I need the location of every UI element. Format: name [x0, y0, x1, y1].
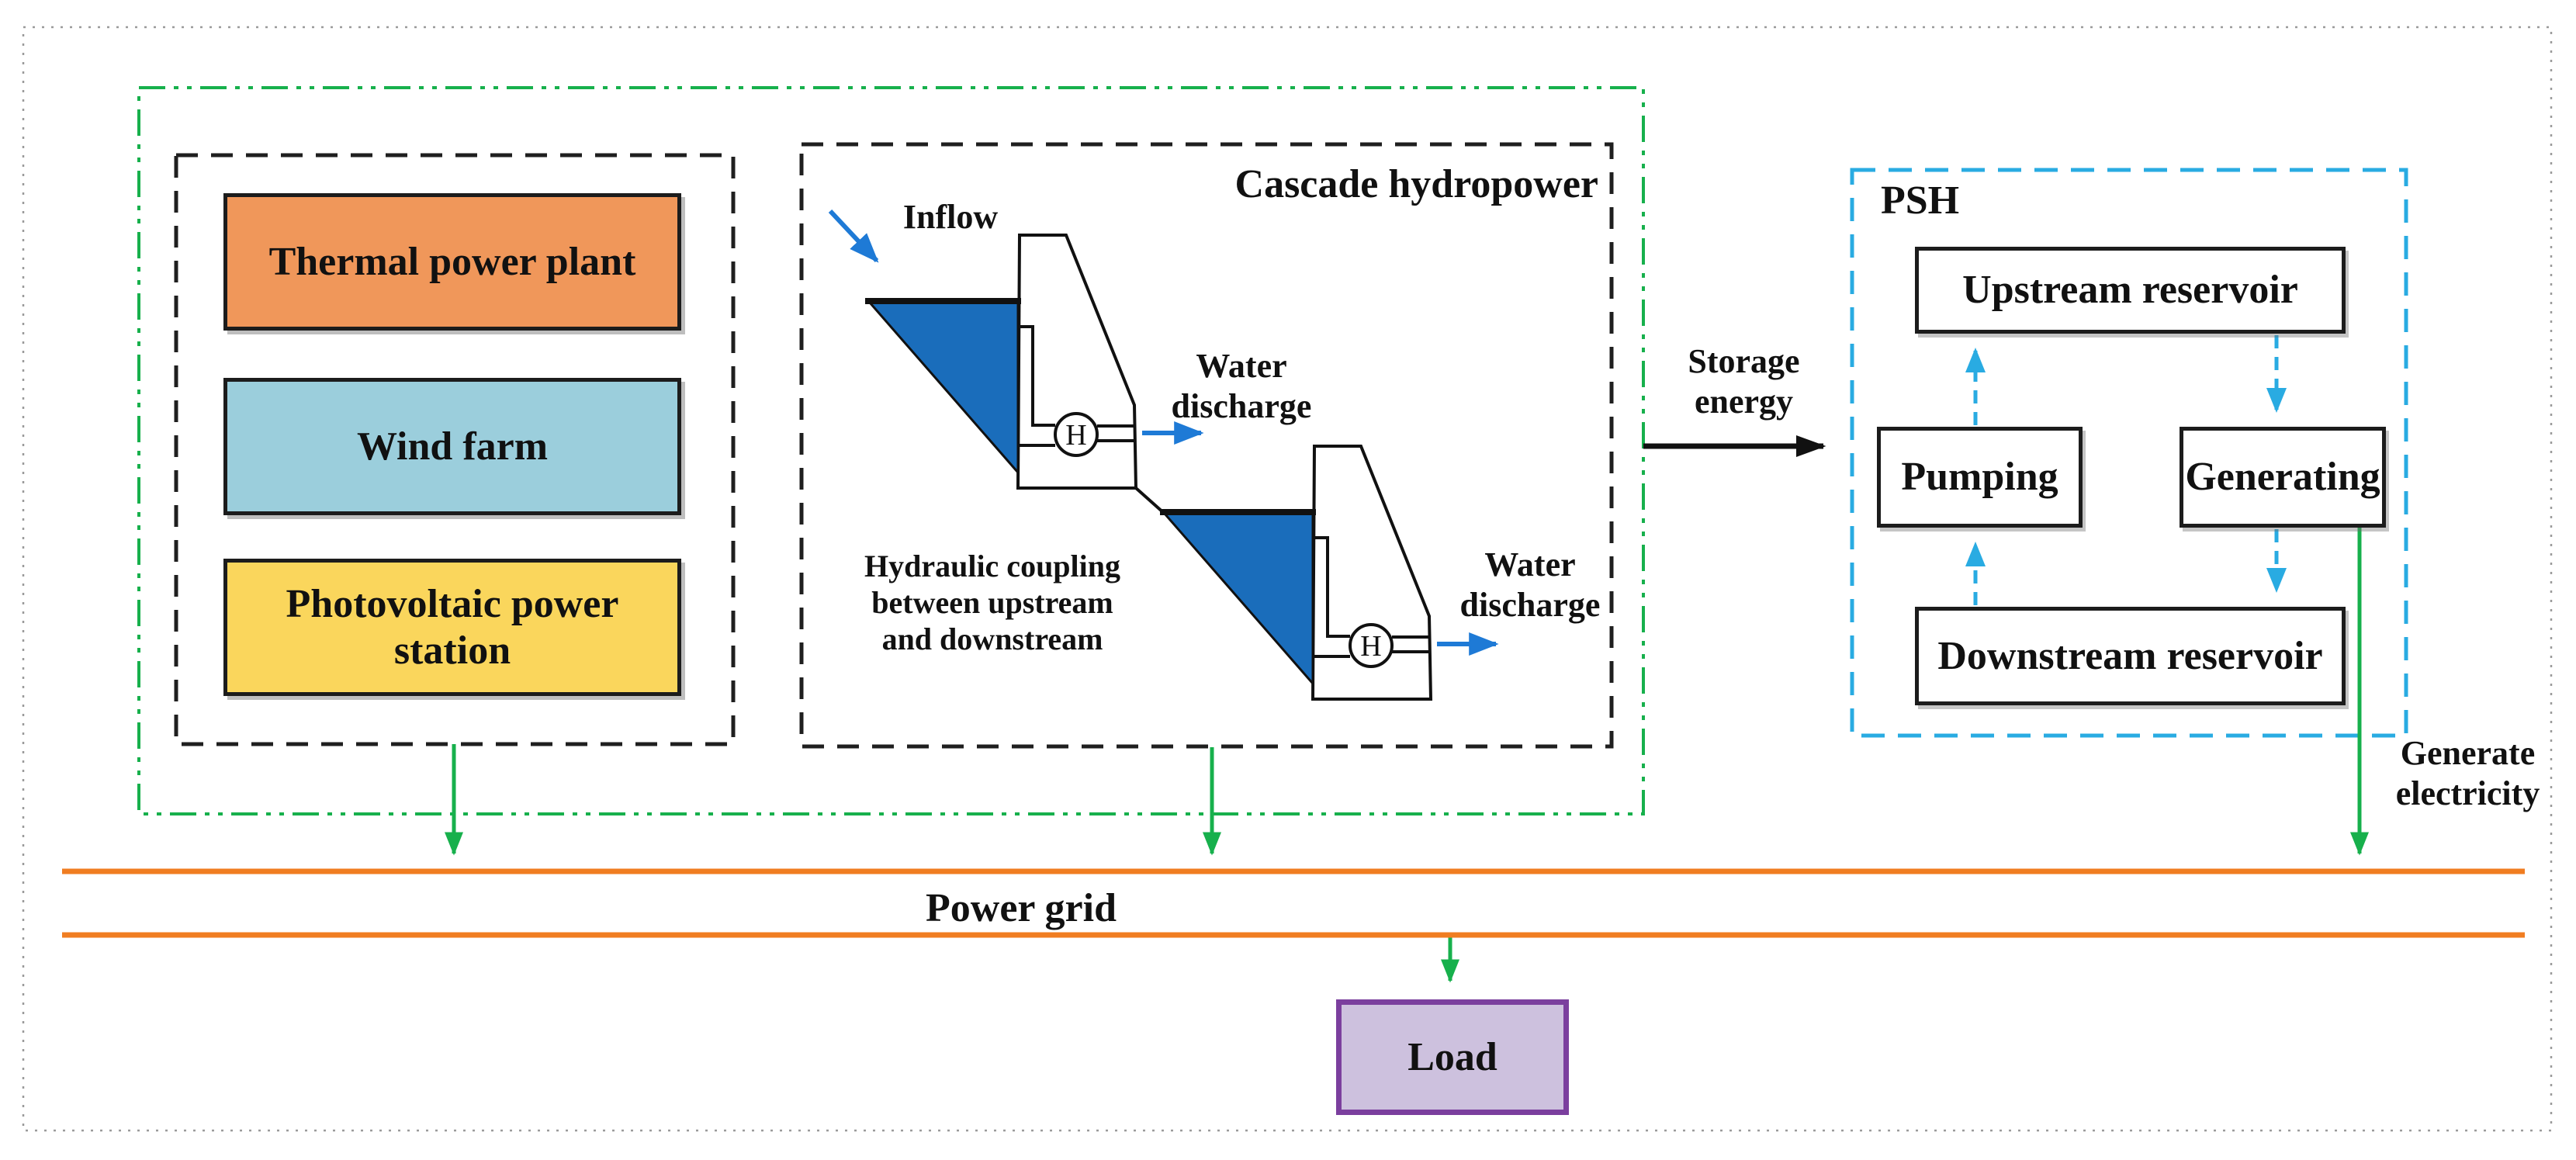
inter-dam-slope — [1134, 487, 1166, 515]
inflow-label: Inflow — [902, 198, 999, 236]
wind-farm-label: Wind farm — [356, 424, 549, 469]
storage-energy-label: Storage energy — [1688, 342, 1800, 421]
power-grid-label: Power grid — [926, 886, 1117, 930]
pumping-label: Pumping — [1901, 455, 2058, 500]
downstream-reservoir-label: Downstream reservoir — [1937, 633, 2323, 678]
load-box: Load — [1336, 999, 1569, 1115]
thermal-power-plant-box: Thermal power plant — [223, 193, 681, 331]
upstream-reservoir-box: Upstream reservoir — [1915, 247, 2346, 334]
generating-label: Generating — [2185, 455, 2380, 500]
water-discharge-upper-label: Water discharge — [1171, 347, 1312, 425]
hydraulic-coupling-note: Hydraulic coupling between upstream and … — [864, 549, 1121, 657]
upper-dam-water — [867, 301, 1020, 476]
photovoltaic-station-label: Photovoltaic power station — [286, 581, 619, 673]
lower-dam: H — [1160, 445, 1499, 701]
downstream-reservoir-box: Downstream reservoir — [1915, 607, 2346, 705]
thermal-power-plant-label: Thermal power plant — [268, 239, 636, 284]
psh-box-border — [1850, 168, 2408, 738]
upper-dam: H — [865, 234, 1204, 490]
lower-turbine-letter: H — [1360, 630, 1381, 663]
inflow-arrow — [828, 209, 879, 263]
generating-box: Generating — [2180, 427, 2386, 528]
load-label: Load — [1407, 1034, 1497, 1079]
lower-turbine-circle — [1349, 623, 1394, 668]
upper-turbine-circle — [1054, 412, 1099, 457]
lower-dam-penstock — [1314, 536, 1350, 638]
water-discharge-lower-label: Water discharge — [1459, 545, 1601, 624]
upper-dam-penstock — [1020, 325, 1055, 427]
cascade-title: Cascade hydropower — [1234, 162, 1598, 206]
upper-turbine-letter: H — [1065, 419, 1086, 452]
cascade-box-border — [799, 142, 1614, 749]
generation-group-border — [137, 86, 1645, 815]
photovoltaic-station-box: Photovoltaic power station — [223, 559, 681, 696]
sources-group-border — [174, 153, 736, 746]
psh-title: PSH — [1881, 178, 1960, 223]
pumping-box: Pumping — [1877, 427, 2083, 528]
upstream-reservoir-label: Upstream reservoir — [1962, 268, 2298, 313]
wind-farm-box: Wind farm — [223, 378, 681, 515]
lower-dam-water — [1162, 512, 1314, 687]
generate-electricity-label: Generate electricity — [2395, 734, 2540, 812]
